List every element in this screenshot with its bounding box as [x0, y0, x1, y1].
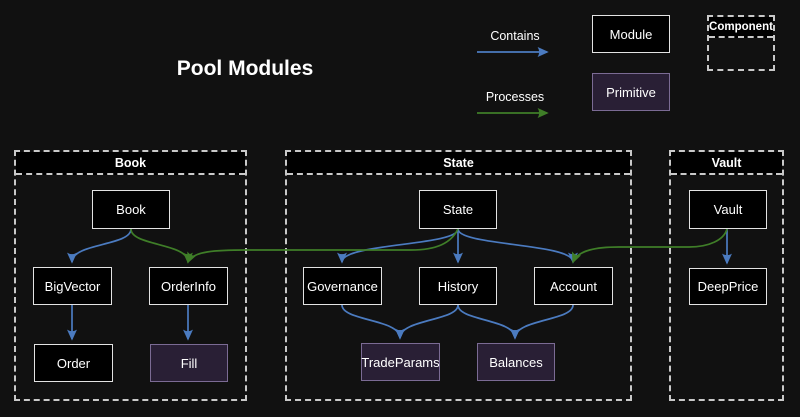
node-state-label: State — [443, 202, 473, 217]
node-vault-label: Vault — [714, 202, 743, 217]
legend-processes-label: Processes — [470, 90, 560, 104]
node-order-label: Order — [57, 356, 90, 371]
node-orderinfo-label: OrderInfo — [161, 279, 216, 294]
legend-module-box: Module — [592, 15, 670, 53]
node-deepprice-label: DeepPrice — [698, 279, 759, 294]
legend-component-box: Component — [707, 15, 775, 71]
node-history-label: History — [438, 279, 478, 294]
container-vault-header: Vault — [671, 152, 782, 175]
node-book-label: Book — [116, 202, 146, 217]
container-book-header: Book — [16, 152, 245, 175]
node-bigvector: BigVector — [33, 267, 112, 305]
page-title: Pool Modules — [145, 57, 345, 81]
node-fill: Fill — [150, 344, 228, 382]
node-governance-label: Governance — [307, 279, 378, 294]
node-state: State — [419, 190, 497, 229]
node-balances: Balances — [477, 343, 555, 381]
node-deepprice: DeepPrice — [689, 268, 767, 305]
node-vault: Vault — [689, 190, 767, 229]
node-history: History — [419, 267, 497, 305]
node-account-label: Account — [550, 279, 597, 294]
container-state-title: State — [443, 156, 474, 170]
node-order: Order — [34, 344, 113, 382]
node-book: Book — [92, 190, 170, 229]
container-book-title: Book — [115, 156, 146, 170]
node-tradeparams-label: TradeParams — [361, 355, 439, 370]
legend-contains-label: Contains — [470, 29, 560, 43]
legend-primitive-box: Primitive — [592, 73, 670, 111]
node-bigvector-label: BigVector — [45, 279, 101, 294]
legend-module-label: Module — [610, 27, 653, 42]
node-tradeparams: TradeParams — [361, 343, 440, 381]
container-state-header: State — [287, 152, 630, 175]
node-fill-label: Fill — [181, 356, 198, 371]
legend-component-label: Component — [709, 21, 773, 33]
legend-primitive-label: Primitive — [606, 85, 656, 100]
container-vault-title: Vault — [712, 156, 742, 170]
node-governance: Governance — [303, 267, 382, 305]
legend-component-header: Component — [709, 17, 773, 38]
node-orderinfo: OrderInfo — [149, 267, 228, 305]
node-account: Account — [534, 267, 613, 305]
node-balances-label: Balances — [489, 355, 542, 370]
